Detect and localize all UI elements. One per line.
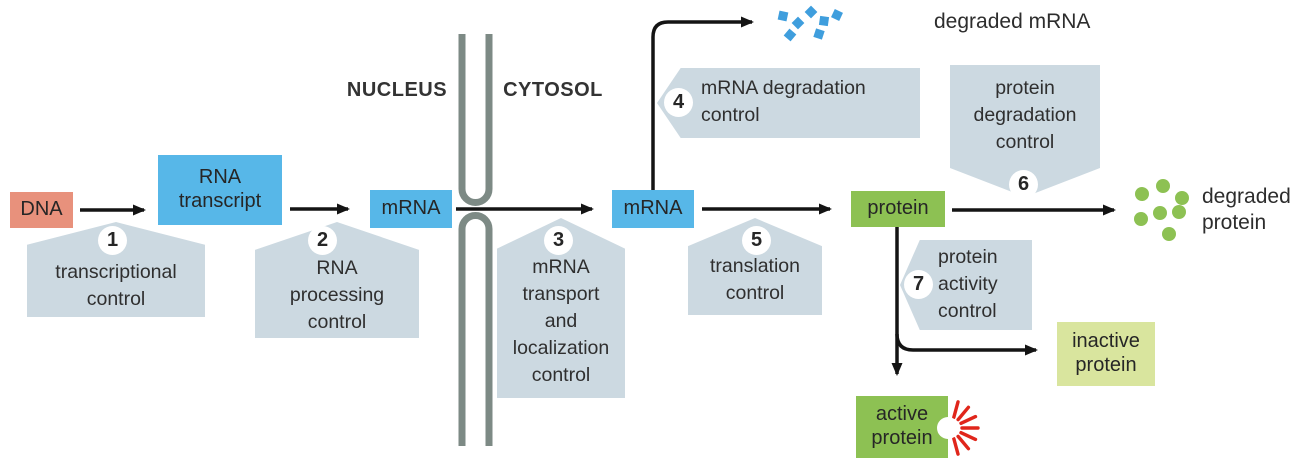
activity-burst-icon bbox=[952, 400, 980, 456]
nucleus-label: NUCLEUS bbox=[346, 79, 448, 101]
inactive-protein-box: inactive protein bbox=[1057, 322, 1155, 386]
active-protein-box: active protein bbox=[856, 396, 948, 458]
cytosol-label: CYTOSOL bbox=[503, 79, 603, 101]
control-label-3: mRNA transport and localization control bbox=[512, 256, 610, 386]
step-badge-5: 5 bbox=[742, 226, 771, 255]
active-protein-notch bbox=[937, 417, 959, 439]
step-number-7: 7 bbox=[912, 273, 925, 295]
arrow-mrna-to-degraded-mrna bbox=[651, 16, 754, 190]
nuclear-membrane-lower-segment bbox=[458, 212, 493, 446]
control-label-2: RNA processing control bbox=[289, 257, 385, 333]
control-label-4: mRNA degradation control bbox=[701, 77, 866, 126]
step-badge-3: 3 bbox=[544, 226, 573, 255]
step-badge-2: 2 bbox=[308, 226, 337, 255]
control-panel-rna-processing: RNA processing control bbox=[255, 222, 419, 338]
mrna-nucleus-box: mRNA bbox=[370, 190, 452, 228]
control-label-6: protein degradation control bbox=[973, 77, 1077, 153]
step-number-6: 6 bbox=[1017, 173, 1030, 195]
control-panel-protein-degradation: protein degradation control bbox=[950, 65, 1100, 197]
arrow-protein-to-inactive-protein bbox=[895, 333, 1038, 356]
degraded-mrna-fragments bbox=[777, 5, 843, 42]
dna-box: DNA bbox=[10, 192, 73, 228]
rna-transcript-box: RNA transcript bbox=[158, 155, 282, 225]
control-label-1: transcriptional control bbox=[55, 261, 177, 310]
step-badge-1: 1 bbox=[98, 226, 127, 255]
step-number-4: 4 bbox=[672, 91, 685, 113]
control-label-7: protein activity control bbox=[938, 246, 998, 322]
mrna-cytosol-box: mRNA bbox=[612, 190, 694, 228]
step-number-1: 1 bbox=[106, 229, 119, 251]
step-number-2: 2 bbox=[316, 229, 329, 251]
control-label-5: translation control bbox=[710, 255, 800, 304]
step-badge-7: 7 bbox=[904, 270, 933, 299]
nuclear-membrane bbox=[458, 34, 493, 446]
pathway-arrows bbox=[80, 16, 1116, 376]
control-panel-mrna-degradation: mRNA degradation control bbox=[657, 68, 920, 138]
step-number-5: 5 bbox=[750, 229, 763, 251]
degraded-protein-label: degraded protein bbox=[1202, 185, 1291, 234]
protein-box: protein bbox=[851, 191, 945, 227]
step-number-3: 3 bbox=[552, 229, 565, 251]
degraded-protein-fragments bbox=[1134, 179, 1189, 241]
degraded-mrna-label: degraded mRNA bbox=[934, 10, 1091, 33]
step-badge-6: 6 bbox=[1009, 170, 1038, 199]
nuclear-membrane-upper-segment bbox=[458, 34, 493, 206]
step-badge-4: 4 bbox=[664, 88, 693, 117]
